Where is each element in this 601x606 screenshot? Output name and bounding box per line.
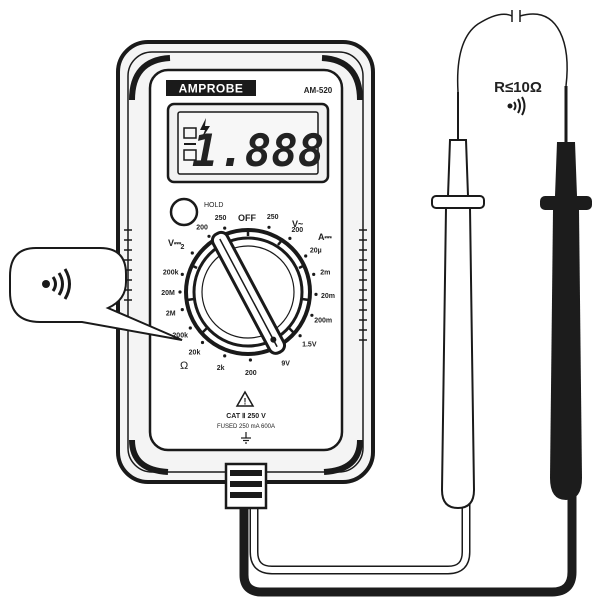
lcd-indicators [183, 118, 210, 161]
dial-tick [180, 272, 184, 276]
dial-range-label: 1.5V [302, 341, 317, 348]
dial-tick [314, 292, 318, 296]
buzzer-callout [9, 247, 183, 341]
dial-range-label: 200 [245, 370, 257, 377]
probe-buzzer-icon [507, 96, 526, 116]
dial-tick [190, 251, 194, 255]
dial-tick [200, 340, 205, 345]
dial-current-label: A⎓ [318, 232, 332, 242]
rotary-selector-knob[interactable] [184, 228, 312, 356]
hold-label: HOLD [204, 202, 223, 209]
holster-grips [124, 229, 367, 341]
brand-plate [166, 80, 256, 96]
red-lead-cable [249, 500, 471, 575]
dial-tick [298, 334, 302, 338]
dial-tick [267, 225, 271, 229]
dial-vac-label: V~ [292, 219, 303, 229]
dial-range-label: 2 [181, 244, 185, 251]
dial-tick [207, 234, 211, 238]
test-lead-cables [239, 485, 577, 597]
dial-range-label: 20k [189, 350, 201, 357]
lead-input-jack [224, 462, 268, 510]
dial-range-label: 2m [320, 269, 330, 276]
dial-tick [188, 326, 192, 330]
dial-off-label: OFF [238, 213, 256, 223]
dial-range-label: 200 [196, 225, 208, 232]
dial-range-label: 20M [161, 290, 175, 297]
dial-tick [310, 313, 314, 317]
dial-range-label: 250 [267, 214, 279, 221]
ground-icon [241, 432, 251, 444]
warning-triangle-icon [235, 390, 255, 407]
red-test-probe [431, 92, 485, 510]
dial-range-label: 2M [166, 311, 176, 318]
hold-button[interactable] [169, 197, 199, 227]
dial-range-label: 20m [321, 293, 335, 300]
dial-range-label: 2k [217, 365, 225, 372]
lcd-reading: 1.888 [192, 126, 324, 177]
knob-pointer [210, 230, 287, 355]
lightning-icon [200, 118, 210, 140]
dial-range-label: 200k [172, 332, 188, 339]
category-rating: CAT Ⅱ 250 V [226, 412, 266, 420]
dial-tick [223, 354, 227, 358]
dial-ohm-symbol: Ω [180, 360, 188, 372]
dial-range-label: 200k [163, 269, 179, 276]
multimeter: AMPROBE AM-520 1.888 HOLD OFF V~ V⎓ A⎓ Ω… [116, 40, 375, 510]
black-lead-cable [239, 485, 577, 597]
brand-name: AMPROBE [179, 82, 244, 96]
dial-tick [223, 226, 227, 230]
dial-range-label: 20µ [310, 248, 322, 255]
dial-range-label: 250 [215, 215, 227, 222]
svg-text:!: ! [244, 397, 247, 407]
black-test-probe [540, 86, 592, 500]
dial-tick [180, 308, 184, 312]
dial-range-label: 200m [314, 317, 332, 324]
dial-tick [178, 290, 182, 294]
dial-tick [304, 254, 308, 258]
resistance-condition: R≤10Ω [494, 79, 542, 96]
dial-vdc-label: V⎓ [168, 238, 182, 248]
dial-tick [248, 358, 252, 362]
dial-tick [312, 272, 316, 276]
dial-range-label: 9V [281, 361, 290, 368]
callout-bubble [9, 247, 183, 341]
dial-range-label: 200 [291, 227, 303, 234]
lcd-screen [177, 111, 319, 175]
dial-range-labels: 200 250 250 200 20µ 2m 20m 200m 1.5V 9V 200 2k 20k 20… [161, 214, 335, 377]
fuse-rating: FUSED 250 mA 600A [217, 424, 275, 430]
buzzer-sound-icon [42, 268, 71, 300]
dial-tick [288, 236, 292, 240]
circuit-under-test [456, 10, 568, 93]
model-number: AM-520 [304, 86, 333, 95]
